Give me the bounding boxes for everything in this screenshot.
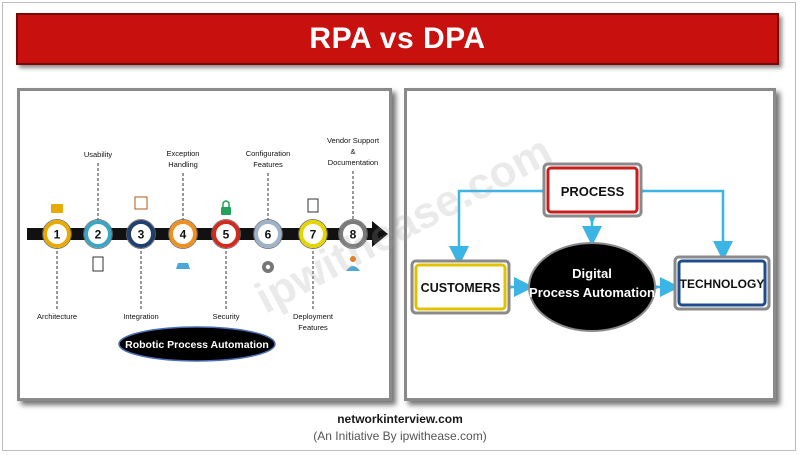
technology-node: TECHNOLOGY	[673, 255, 771, 311]
gear-hole	[265, 264, 271, 270]
milestone-label: Integration	[123, 312, 158, 321]
milestone-ring	[42, 219, 72, 249]
milestone-label: Exception	[167, 149, 200, 158]
timeline-icons	[51, 196, 360, 273]
dpa-center-line-1: Digital	[572, 266, 612, 281]
milestone-number: 1	[54, 228, 61, 242]
footer-subtitle: (An Initiative By ipwithease.com)	[313, 429, 487, 443]
milestone-ring	[83, 219, 113, 249]
milestone-circle	[84, 220, 112, 248]
milestone-circle	[127, 220, 155, 248]
milestone-ring	[338, 219, 368, 249]
process-node: PROCESS	[542, 162, 643, 218]
milestone-ring	[298, 219, 328, 249]
milestone-ring	[126, 219, 156, 249]
milestone-label: Usability	[84, 150, 113, 159]
milestone-label: &	[350, 147, 355, 156]
customers-label: CUSTOMERS	[421, 281, 501, 295]
milestone-8: 8 Vendor Support & Documentation	[327, 136, 380, 249]
checklist-icon	[92, 256, 104, 272]
hand-icon	[176, 263, 190, 269]
footer-domain: networkinterview.com	[337, 412, 463, 426]
milestone-number: 3	[138, 228, 145, 242]
milestone-label: Features	[298, 323, 328, 332]
rpa-label-node: Robotic Process Automation	[118, 326, 276, 362]
dpa-panel: PROCESS CUSTOMERS TECHNOLOGY Digital Pro…	[404, 88, 776, 401]
grid-icon	[134, 196, 148, 210]
milestone-circle	[212, 220, 240, 248]
dpa-center-line-2: Process Automation	[529, 285, 655, 300]
milestone-circle	[254, 220, 282, 248]
people-icon	[350, 256, 356, 262]
milestone-2: 2 Usability	[83, 150, 113, 249]
digital-process-automation-node: Digital Process Automation	[528, 242, 656, 332]
milestone-number: 8	[350, 228, 357, 242]
milestone-label: Configuration	[246, 149, 291, 158]
title-banner: RPA vs DPA	[16, 13, 779, 65]
lock-icon	[221, 207, 231, 215]
dpa-diagram: PROCESS CUSTOMERS TECHNOLOGY Digital Pro…	[410, 162, 771, 332]
page-title: RPA vs DPA	[309, 22, 486, 55]
milestone-number: 7	[310, 228, 317, 242]
milestone-number: 4	[180, 228, 187, 242]
milestone-ring	[211, 219, 241, 249]
technology-label: TECHNOLOGY	[680, 277, 765, 291]
lock-shackle	[222, 200, 230, 207]
image-icon	[51, 204, 63, 213]
customers-node: CUSTOMERS	[410, 259, 511, 315]
milestone-number: 6	[265, 228, 272, 242]
document-icon	[307, 198, 319, 213]
milestone-circle	[169, 220, 197, 248]
arrow-process-customers	[449, 181, 559, 266]
milestone-circle	[43, 220, 71, 248]
milestone-label: Features	[253, 160, 283, 169]
people-body	[346, 266, 360, 271]
milestone-label: Handling	[168, 160, 198, 169]
milestone-label: Security	[212, 312, 239, 321]
milestone-ring	[253, 219, 283, 249]
milestone-circle	[299, 220, 327, 248]
milestone-label: Deployment	[293, 312, 334, 321]
milestone-ring	[168, 219, 198, 249]
milestone-label: Architecture	[37, 312, 77, 321]
outer-frame	[2, 2, 796, 451]
rpa-label: Robotic Process Automation	[125, 339, 269, 351]
milestone-circle	[339, 220, 367, 248]
timeline-axis	[27, 221, 388, 247]
milestone-number: 5	[223, 228, 230, 242]
process-label: PROCESS	[561, 184, 625, 199]
milestone-label: Documentation	[328, 158, 378, 167]
dpa-connectors	[449, 181, 733, 297]
milestone-label: Vendor Support	[327, 136, 380, 145]
milestone-number: 2	[95, 228, 102, 242]
arrow-process-technology	[626, 181, 733, 261]
